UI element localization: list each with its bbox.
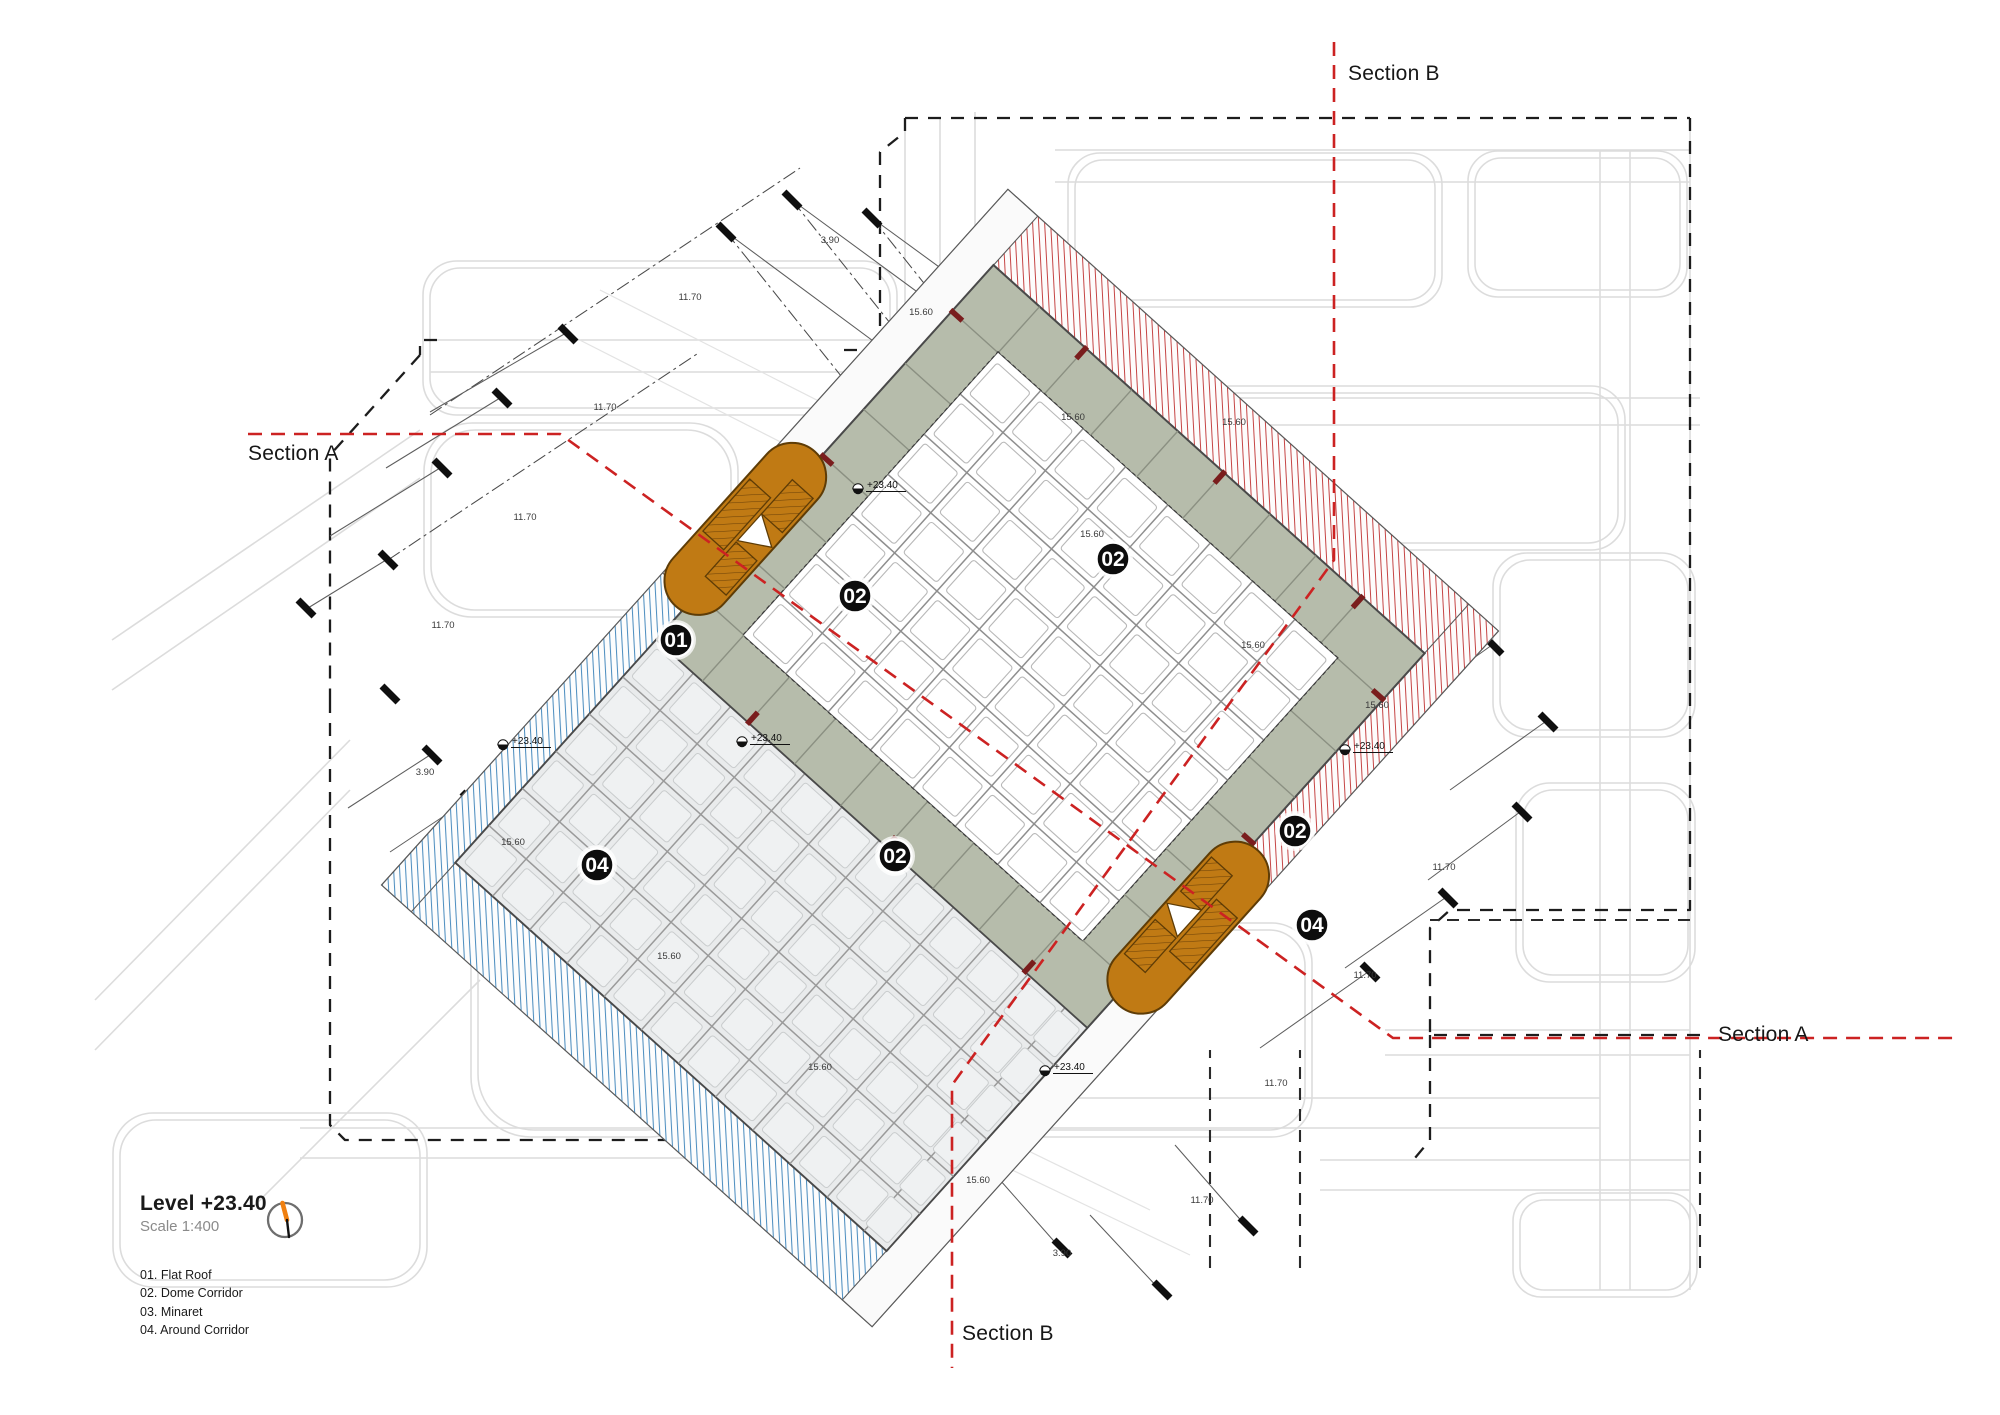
svg-text:02: 02 bbox=[1283, 820, 1306, 843]
legend-item: 04. Around Corridor bbox=[140, 1322, 250, 1337]
dimension-label: 15.60 bbox=[1061, 412, 1085, 423]
dimension-label: 15.60 bbox=[1241, 640, 1265, 651]
dimension-label: 3.90 bbox=[416, 767, 435, 778]
dimension-label: 15.60 bbox=[909, 307, 933, 318]
dimension-label: 11.70 bbox=[1264, 1078, 1287, 1089]
legend-item: 03. Minaret bbox=[140, 1304, 203, 1319]
minaret-stair-top bbox=[663, 441, 828, 616]
svg-text:+23.40: +23.40 bbox=[751, 733, 782, 744]
site-boundary-secondary bbox=[1208, 918, 1702, 1268]
room-markers-group[interactable]: 01 02 02 02 02 04 04 bbox=[577, 539, 1332, 945]
svg-text:02: 02 bbox=[1101, 548, 1124, 571]
dimension-label: 15.60 bbox=[1365, 700, 1389, 711]
flat-roof-01 bbox=[454, 638, 1089, 1252]
elevation-marker: +23.40 bbox=[497, 736, 551, 751]
dimension-label: 3.90 bbox=[821, 235, 840, 246]
elevation-markers-group: +23.40 +23.40 +23.40 +23.40 +23.40 bbox=[497, 480, 1393, 1077]
section-line-b[interactable] bbox=[950, 42, 1336, 1368]
dimension-label: 15.60 bbox=[966, 1175, 990, 1186]
page-title: Level +23.40 bbox=[140, 1192, 267, 1215]
elevation-marker: +23.40 bbox=[1039, 1062, 1093, 1077]
svg-text:+23.40: +23.40 bbox=[1054, 1062, 1085, 1073]
room-marker-02[interactable]: 02 bbox=[835, 576, 875, 616]
room-marker-02[interactable]: 02 bbox=[1275, 811, 1315, 851]
dimension-label: 3.90 bbox=[1053, 1248, 1072, 1259]
dimension-label: 15.60 bbox=[657, 951, 681, 962]
section-label-a-right: Section A bbox=[1718, 1023, 1809, 1046]
svg-text:04: 04 bbox=[585, 854, 609, 877]
scale-label: Scale 1:400 bbox=[140, 1217, 220, 1235]
legend-item: 01. Flat Roof bbox=[140, 1267, 212, 1282]
section-label-b-bottom: Section B bbox=[962, 1322, 1054, 1345]
svg-text:+23.40: +23.40 bbox=[867, 480, 898, 491]
dimension-label: 15.60 bbox=[808, 1062, 832, 1073]
legend-item: 02. Dome Corridor bbox=[140, 1286, 243, 1301]
room-marker-04[interactable]: 04 bbox=[577, 845, 617, 885]
dimension-label: 11.70 bbox=[513, 512, 536, 523]
dimension-label: 11.70 bbox=[593, 402, 616, 413]
minaret-stair-bottom bbox=[1106, 840, 1271, 1015]
roof-plan bbox=[380, 188, 1500, 1328]
svg-text:02: 02 bbox=[883, 845, 906, 868]
dimension-label: 11.70 bbox=[678, 292, 701, 303]
legend-block: Level +23.40 Scale 1:400 01. Flat Roof 0… bbox=[140, 1192, 560, 1339]
dimension-label: 15.60 bbox=[1080, 529, 1104, 540]
room-marker-01[interactable]: 01 bbox=[656, 620, 696, 660]
north-arrow-icon bbox=[266, 1200, 304, 1239]
svg-text:02: 02 bbox=[843, 585, 866, 608]
svg-text:04: 04 bbox=[1300, 914, 1324, 937]
room-marker-02[interactable]: 02 bbox=[875, 836, 915, 876]
dimension-label: 11.70 bbox=[1353, 970, 1376, 981]
dimension-label: 15.60 bbox=[501, 837, 525, 848]
dimension-label: 15.60 bbox=[1222, 417, 1246, 428]
svg-text:01: 01 bbox=[664, 629, 688, 652]
section-label-b-top: Section B bbox=[1348, 62, 1440, 85]
elevation-marker: +23.40 bbox=[852, 480, 906, 495]
dimension-label: 11.70 bbox=[1190, 1195, 1213, 1206]
courtyard-dome-grid bbox=[743, 352, 1337, 941]
dimension-label: 11.70 bbox=[1432, 862, 1455, 873]
elevation-marker: +23.40 bbox=[736, 733, 790, 748]
section-label-a-left: Section A bbox=[248, 442, 339, 465]
room-marker-04[interactable]: 04 bbox=[1292, 905, 1332, 945]
svg-text:+23.40: +23.40 bbox=[512, 736, 543, 747]
dimension-labels-group: 11.70 3.90 15.60 11.70 11.70 11.70 3.90 15.60 15… bbox=[416, 235, 1456, 1259]
elevation-marker: +23.40 bbox=[1339, 741, 1393, 756]
room-marker-02[interactable]: 02 bbox=[1093, 539, 1133, 579]
svg-text:+23.40: +23.40 bbox=[1354, 741, 1385, 752]
dimension-label: 11.70 bbox=[431, 620, 454, 631]
legend-key-list: 01. Flat Roof 02. Dome Corridor 03. Mina… bbox=[140, 1266, 560, 1340]
